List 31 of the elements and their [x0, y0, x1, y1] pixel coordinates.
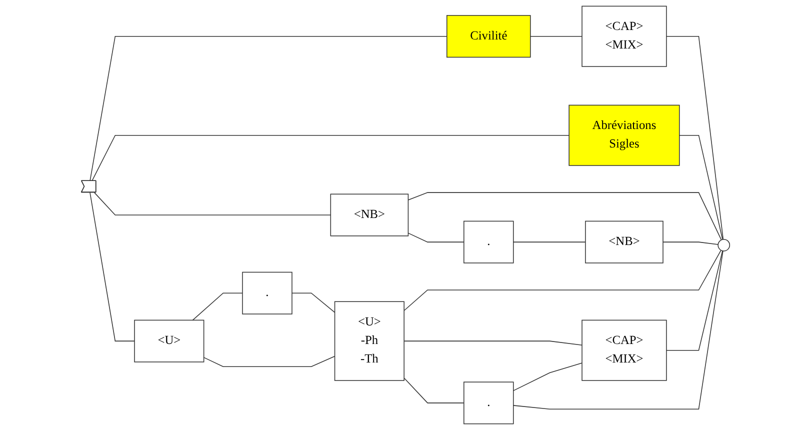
node-circle: [718, 238, 730, 252]
connector: [192, 292, 243, 321]
connector: [513, 362, 582, 392]
node-box: <U> -Ph -Th: [334, 301, 404, 381]
node-box: <U>: [134, 320, 204, 362]
connector: [94, 192, 332, 216]
connector: [404, 378, 464, 404]
node-box: Abréviations Sigles: [568, 104, 680, 166]
connector: [92, 134, 570, 182]
node-box: <NB>: [585, 220, 664, 264]
connector: [513, 250, 724, 410]
connector: [292, 292, 336, 313]
node-box: <NB>: [330, 194, 409, 236]
connector: [530, 36, 582, 37]
node-box: Civilité: [446, 15, 531, 58]
connector: [666, 36, 724, 240]
node-box: .: [464, 220, 514, 264]
connector: [404, 340, 582, 346]
connector: [408, 192, 722, 240]
connector: [404, 250, 722, 312]
connector: [203, 356, 336, 367]
connector: [408, 232, 464, 242]
connector: [662, 242, 718, 245]
node-box: .: [242, 272, 292, 314]
node-box: <CAP> <MIX>: [582, 320, 667, 381]
connector: [90, 192, 135, 342]
node-box: <CAP> <MIX>: [582, 6, 667, 67]
connector: [666, 250, 723, 351]
node-box: .: [464, 382, 514, 424]
connector: [90, 36, 448, 182]
connector: [679, 134, 723, 240]
